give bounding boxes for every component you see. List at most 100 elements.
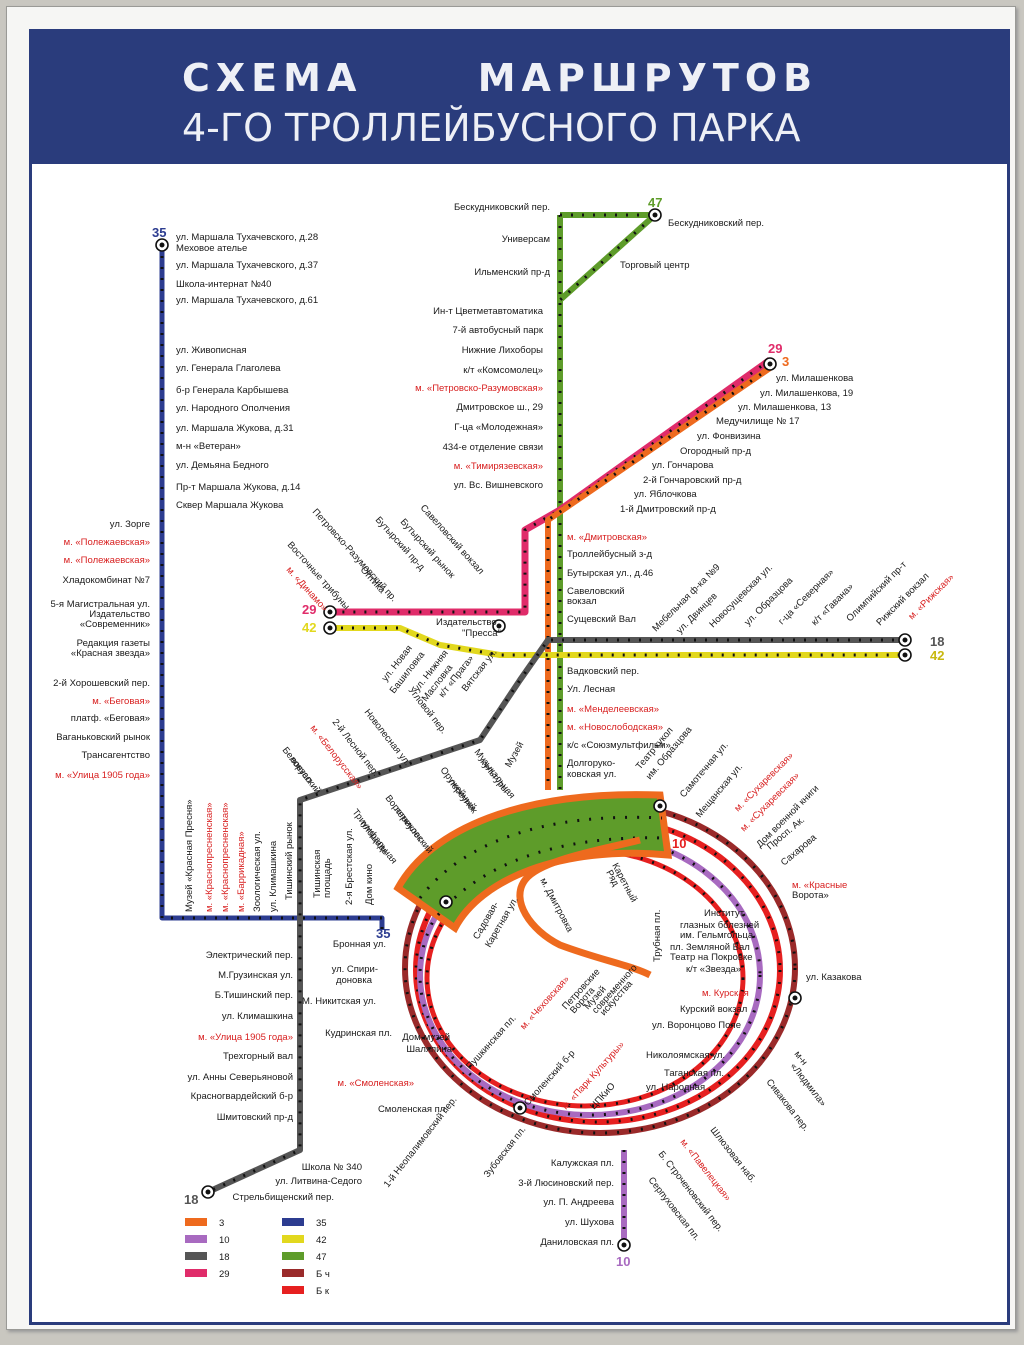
ring-east-stop-label: Трубная пл.	[652, 910, 663, 962]
legend-swatch	[185, 1269, 207, 1277]
central-stop-label: м. «Дмитровская»	[567, 532, 647, 543]
ring-east-stop-label: глазных болезней	[680, 920, 759, 931]
route-29-stop-label: ул. Яблочкова	[634, 489, 697, 500]
legend-label: Б ч	[316, 1269, 330, 1280]
garden-stop-label: переулок	[446, 777, 480, 816]
garden-stop-label: Музей	[503, 740, 526, 769]
south-stop-label: 3-й Люсиновский пер.	[518, 1178, 614, 1189]
ring-b-ch-arrows	[403, 801, 797, 1135]
garden-ring-band	[393, 791, 673, 934]
dmitrovskoe-stop-label: Г-ца «Молодежная»	[454, 422, 543, 433]
route-29-3-terminus-dot	[767, 361, 773, 367]
ring-west-stop-label: М. Никитская ул.	[302, 996, 376, 1007]
ring-b-k-arrows	[414, 816, 782, 1124]
vertical-stop-label: Тишинский рынок	[284, 821, 295, 900]
central-stop-label: Вадковский пер.	[567, 666, 639, 677]
legend-label: 10	[219, 1235, 230, 1246]
route-42-right-number: 42	[930, 648, 944, 663]
route-18-stop-label: ул. Литвина-Седого	[275, 1176, 362, 1187]
route-35-west-label: ул. Зорге	[110, 519, 150, 530]
dmitrovskoe-stop-label: ул. Вс. Вишневского	[454, 480, 543, 491]
route-3-line-arrows	[546, 366, 771, 790]
ring-east-stop-label: м. Курская	[702, 988, 749, 999]
izdatelstvo-label: "Пресса"	[462, 628, 501, 639]
central-stop-label: м. «Новослободская»	[567, 722, 663, 733]
route-47-label: Бескудниковский пер.	[454, 202, 550, 213]
route-18-right-number: 18	[930, 634, 944, 649]
central-stop-label: Долгоруко-	[567, 758, 615, 769]
ring-east-stop-label: к/т «Звезда»	[686, 964, 741, 975]
legend-label: 29	[219, 1269, 230, 1280]
central-stop-label: Савеловский	[567, 586, 625, 597]
route-10-terminus-bottom-dot	[621, 1242, 627, 1248]
route-47-label: Ильменский пр-д	[474, 267, 550, 278]
route-18-bottom-number: 18	[184, 1192, 198, 1207]
route-47-loop	[557, 212, 658, 303]
route-35-stop-label: ул. Демьяна Бедного	[176, 460, 269, 471]
route-29-stop-label: ул. Гончарова	[652, 460, 714, 471]
route-18-stop-label: Стрельбищенский пер.	[233, 1192, 334, 1203]
route-35-stop-label: Меховое ателье	[176, 243, 247, 254]
route-29-stop-label: ул. Милашенкова	[776, 373, 854, 384]
dmitrovskoe-stop-label: 7-й автобусный парк	[452, 325, 543, 336]
legend-label: 18	[219, 1252, 230, 1263]
route-35-stop-label: б-р Генерала Карбышева	[176, 385, 289, 396]
vertical-stop-label: Музей «Красная Пресня»	[184, 799, 195, 912]
south-stop-label: ул. П. Андреева	[543, 1197, 614, 1208]
inner-stop-label: м. Дмитровка	[537, 876, 575, 935]
ring-west-stop-label: доновка	[336, 975, 373, 986]
route-42-terminus-left-dot	[327, 625, 333, 631]
legend-label: 35	[316, 1218, 327, 1229]
legend-swatch	[282, 1286, 304, 1294]
ring-route-10-arrows	[418, 833, 762, 1117]
legend-swatch	[282, 1235, 304, 1243]
ring-east-stop-label: им. Гельмгольца	[680, 930, 754, 941]
route-47-label: Торговый центр	[620, 260, 690, 271]
dmitrovskoe-stop-label: Ин-т Цветметавтоматика	[433, 306, 544, 317]
route-18-stop-label: м. «Улица 1905 года»	[198, 1032, 293, 1043]
ring-west-stop-label: Дом-музей	[402, 1032, 450, 1043]
ring-inner-red-arrows	[425, 848, 745, 1108]
route-35-bottom-number: 35	[376, 926, 390, 941]
route-35-top-number: 35	[152, 225, 166, 240]
route-35-stop-label: ул. Маршала Тухачевского, д.61	[176, 295, 318, 306]
ring-east-stop-label: ул. Народная	[646, 1082, 705, 1093]
route-29-stop-label: 2-й Гончаровский пр-д	[643, 475, 742, 486]
ring-east-stop-label: пл. Земляной Вал	[670, 942, 750, 953]
route-35-stop-label: Сквер Маршала Жукова	[176, 500, 284, 511]
ring-east-stop-label: Курский вокзал	[680, 1004, 747, 1015]
route-35-stop-label: ул. Маршала Жукова, д.31	[176, 423, 294, 434]
central-stop-label: вокзал	[567, 596, 597, 607]
route-18-terminus-right-dot	[902, 637, 908, 643]
central-stop-label: к/с «Союзмультфильм»	[567, 740, 671, 751]
route-35-west-label: платф. «Беговая»	[71, 713, 150, 724]
ring-east-stop-label: Институт	[704, 908, 745, 919]
route-42-terminus-right-dot	[902, 652, 908, 658]
ring-west-stop-label: Бронная ул.	[333, 939, 386, 950]
legend-label: 3	[219, 1218, 224, 1229]
garden-stop-label: Ворота»	[792, 890, 829, 901]
izdatelstvo-stop-dot	[496, 623, 502, 629]
ring-west-stop-label: м. «Смоленская»	[338, 1078, 414, 1089]
route-18-stop-label: Трехгорный вал	[223, 1051, 293, 1062]
route-35-west-label: Трансагентство	[82, 750, 150, 761]
south-stop-label: Даниловская пл.	[540, 1237, 614, 1248]
route-35-stop-label: ул. Маршала Тухачевского, д.37	[176, 260, 318, 271]
south-stop-label: Калужская пл.	[551, 1158, 614, 1169]
route-18-stop-label: ул. Анны Северьяновой	[188, 1072, 293, 1083]
route-47-label: Универсам	[502, 234, 550, 245]
legend-label: Б к	[316, 1286, 330, 1297]
route-35-terminus-top-dot	[159, 242, 165, 248]
garden-stop-label: площадь	[358, 819, 391, 857]
route-35-west-label: 2-й Хорошевский пер.	[53, 678, 150, 689]
route-47-label: Бескудниковский пер.	[668, 218, 764, 229]
legend-swatch	[185, 1218, 207, 1226]
ring-east-stop-label: ул. Казакова	[806, 972, 862, 983]
vertical-stop-label: м. «Краснопресненская»	[220, 802, 231, 912]
ring-stop-kazakova-dot	[792, 995, 798, 1001]
legend-swatch	[282, 1269, 304, 1277]
route-35-west-label: м. «Улица 1905 года»	[55, 770, 150, 781]
legend-swatch	[185, 1235, 207, 1243]
vertical-stop-label: м. «Краснопресненская»	[204, 802, 215, 912]
